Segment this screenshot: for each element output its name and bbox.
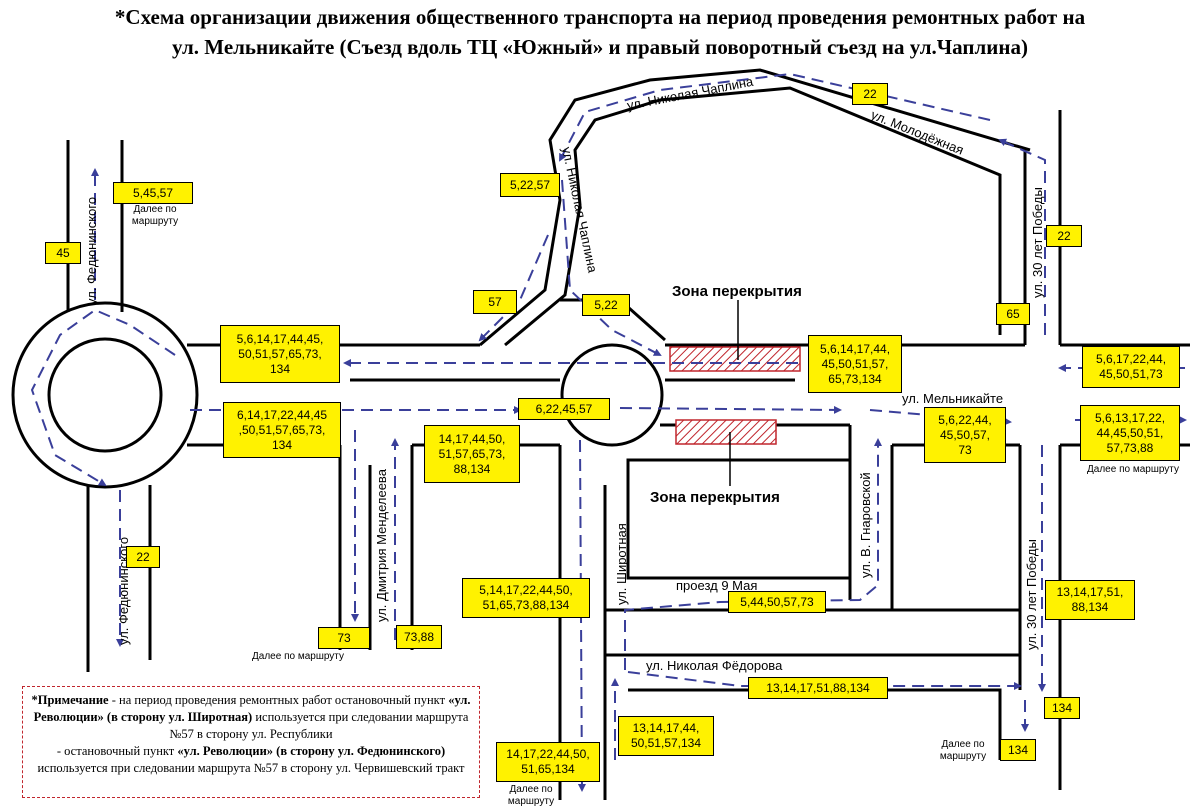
note-text-1: - на период проведения ремонтных работ о… bbox=[108, 693, 449, 707]
route-box-west-lower: 6,14,17,22,44,45 ,50,51,57,65,73, 134 bbox=[223, 402, 341, 458]
page-title: *Схема организации движения общественног… bbox=[0, 2, 1200, 62]
route-box-pobedy-low: 13,14,17,51, 88,134 bbox=[1045, 580, 1135, 620]
route-box-shirot-bottom-left: 13,14,17,44, 50,51,57,134 bbox=[618, 716, 714, 756]
title-line-1: *Схема организации движения общественног… bbox=[114, 5, 1086, 29]
zone-label-upper: Зона перекрытия bbox=[672, 283, 802, 300]
route-box-far-east-lower: 5,6,13,17,22, 44,45,50,51, 57,73,88 bbox=[1080, 405, 1180, 461]
route-box-center-mendel: 14,17,44,50, 51,57,65,73, 88,134 bbox=[424, 425, 520, 483]
route-box-6-22-45-57: 6,22,45,57 bbox=[518, 398, 610, 420]
roundabout-inner-west bbox=[47, 337, 163, 453]
route-box-134-bottom: 134 bbox=[1000, 739, 1036, 761]
route-box-22-fedyun: 22 bbox=[126, 546, 160, 568]
route-box-22-top: 22 bbox=[852, 83, 888, 105]
route-box-gnarov: 5,6,22,44, 45,50,57, 73 bbox=[924, 407, 1006, 463]
route-box-west-upper: 5,6,14,17,44,45, 50,51,57,65,73, 134 bbox=[220, 325, 340, 383]
arrow-pobedy-north bbox=[998, 138, 1046, 335]
route-arrows bbox=[30, 72, 1187, 792]
route-box-73-88: 73,88 bbox=[396, 625, 442, 649]
chaplina-inner-edge bbox=[504, 86, 1002, 347]
roundabout-outer-west bbox=[11, 301, 199, 489]
route-box-73: 73 bbox=[318, 627, 370, 649]
note-text-2: используется при следовании маршрута №57… bbox=[169, 710, 469, 741]
street-label-mendeleeva: ул. Дмитрия Менделеева bbox=[374, 468, 389, 622]
note-further-134: Далее по маршруту bbox=[939, 739, 987, 762]
route-box-5-22: 5,22 bbox=[582, 294, 630, 316]
route-box-shirotnaya: 5,14,17,22,44,50, 51,65,73,88,134 bbox=[462, 578, 590, 618]
route-box-east-upper: 5,6,14,17,44, 45,50,51,57, 65,73,134 bbox=[808, 335, 902, 393]
street-label-gnarovskoy: ул. В. Гнаровской bbox=[858, 472, 873, 578]
block-south-tc bbox=[626, 458, 852, 580]
street-label-melnikayte: ул. Мельникайте bbox=[902, 391, 1003, 406]
closure-zone-lower bbox=[675, 419, 777, 445]
route-box-south: 14,17,22,44,50, 51,65,134 bbox=[496, 742, 600, 782]
street-label-fedorova: ул. Николая Фёдорова bbox=[646, 658, 783, 673]
note-stop-1: «ул. Революции» (в сторону ул. Широтная) bbox=[33, 693, 471, 724]
street-label-molodezhnaya: ул. Молодёжная bbox=[869, 107, 966, 158]
route-box-9-maya: 5,44,50,57,73 bbox=[728, 591, 826, 613]
arrow-9maya-gnarov bbox=[624, 438, 882, 670]
note-box: *Примечание - на период проведения ремон… bbox=[22, 686, 480, 798]
note-stop-2: «ул. Революции» (в сторону ул. Федюнинск… bbox=[177, 744, 446, 758]
route-box-134-right: 134 bbox=[1044, 697, 1080, 719]
road-outlines bbox=[11, 68, 1190, 800]
street-label-pobedy-top: ул. 30 лет Победы bbox=[1030, 187, 1045, 298]
route-box-5-45-57: 5,45,57 bbox=[113, 182, 193, 204]
note-further-south: Далее по маршруту bbox=[507, 784, 555, 807]
street-label-shirotnaya: ул. Широтная bbox=[614, 523, 629, 605]
note-further-top: Далее по маршруту bbox=[131, 204, 179, 227]
route-box-far-east-upper: 5,6,17,22,44, 45,50,51,73 bbox=[1082, 346, 1180, 388]
arrow-roundabout-loop bbox=[30, 308, 176, 487]
chaplina-outer-edge bbox=[479, 68, 1031, 347]
roundabout-central bbox=[560, 343, 664, 447]
zone-label-lower: Зона перекрытия bbox=[650, 489, 780, 506]
arrow-melnikayte-eastbound-east bbox=[619, 405, 842, 414]
route-box-57: 57 bbox=[473, 290, 517, 314]
note-further-mendel: Далее по маршруту bbox=[252, 651, 344, 662]
route-box-45: 45 bbox=[45, 242, 81, 264]
route-box-22-pobedy: 22 bbox=[1046, 225, 1082, 247]
arrow-chaplina-57 bbox=[478, 234, 549, 342]
block-proezd-9-maya bbox=[605, 608, 1022, 657]
note-text-4: используется при следовании маршрута №57… bbox=[37, 761, 465, 775]
note-text-3: - остановочный пункт bbox=[56, 744, 178, 758]
title-line-2: ул. Мельникайте (Съезд вдоль ТЦ «Южный» … bbox=[172, 35, 1028, 59]
street-label-pobedy-bottom: ул. 30 лет Победы bbox=[1024, 539, 1039, 650]
street-label-chaplina-vertical: ул. Николая Чаплина bbox=[559, 146, 600, 275]
route-box-fedorova: 13,14,17,51,88,134 bbox=[748, 677, 888, 699]
note-further-east: Далее по маршруту bbox=[1087, 464, 1179, 475]
street-label-fedyuninskogo-top: ул. Федюнинского bbox=[84, 197, 99, 305]
closure-zone-upper bbox=[669, 346, 801, 372]
street-label-proezd-9-maya: проезд 9 Мая bbox=[676, 578, 757, 593]
route-box-5-22-57: 5,22,57 bbox=[500, 173, 560, 197]
route-box-65: 65 bbox=[996, 303, 1030, 325]
note-lead: *Примечание bbox=[31, 693, 109, 707]
